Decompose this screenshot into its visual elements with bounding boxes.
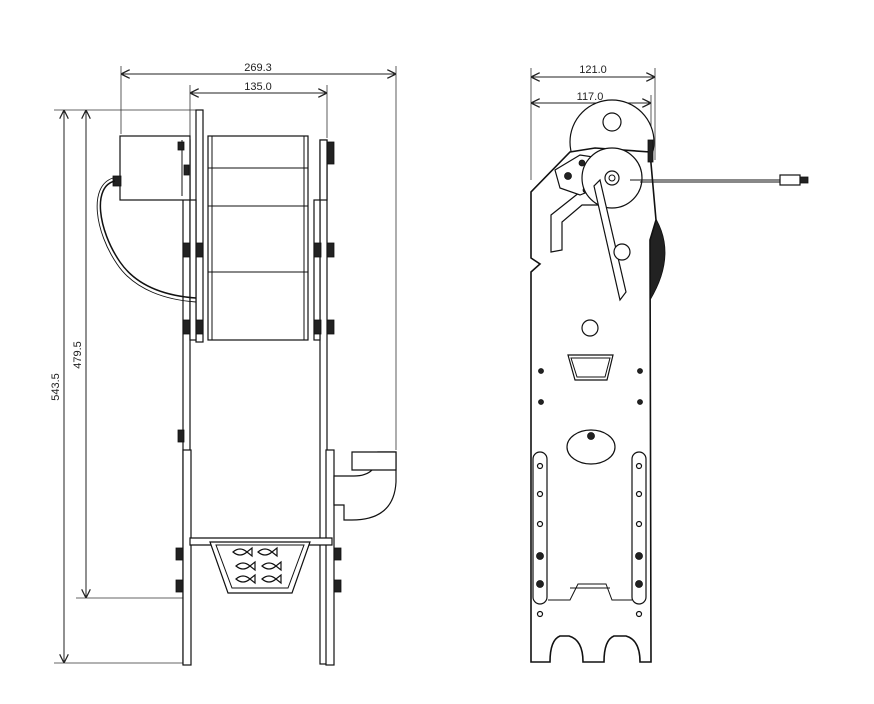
plate-hole-large xyxy=(581,319,599,337)
dimension-label-front-width-inner: 135.0 xyxy=(244,81,272,93)
slot-holes-right xyxy=(635,462,643,618)
hopper-body xyxy=(207,135,309,341)
bolt-foot-right xyxy=(333,579,342,593)
dimension-height-inner: 479.5 xyxy=(72,110,190,599)
dimension-front-width-inner: 135.0 xyxy=(189,81,328,140)
side-plate xyxy=(530,147,657,663)
plate-eye xyxy=(566,429,616,465)
left-foot xyxy=(182,449,192,666)
dimension-label-height-overall: 543.5 xyxy=(50,373,62,401)
motor-cable-outline xyxy=(96,177,197,303)
bolt-tray-right xyxy=(333,547,342,561)
dimension-label-front-width-overall: 269.3 xyxy=(244,62,272,74)
motor-screw xyxy=(177,141,185,151)
slot-right xyxy=(631,451,647,605)
plate-slot xyxy=(567,354,614,381)
bolt-foot-left xyxy=(175,579,184,593)
bolts-row-lower xyxy=(182,319,335,335)
dimension-label-side-width-inner: 117.0 xyxy=(577,91,604,103)
bolt-left-mid xyxy=(177,429,185,443)
bolts-row-upper xyxy=(182,242,335,258)
left-inner-plate xyxy=(189,199,197,341)
slot-holes-left xyxy=(536,462,544,618)
tray-slot-outline xyxy=(548,583,632,601)
slot-left xyxy=(532,451,548,605)
fish-icons xyxy=(232,546,282,585)
right-upper-plate xyxy=(319,139,328,201)
dimension-label-side-width-overall: 121.0 xyxy=(579,64,607,76)
dimension-label-height-inner: 479.5 xyxy=(72,341,84,369)
dimension-height-overall: 543.5 xyxy=(50,109,198,664)
center-post xyxy=(195,109,204,343)
dimension-side-width-overall: 121.0 xyxy=(530,64,656,180)
right-foot xyxy=(325,449,335,666)
right-inner-plate xyxy=(313,199,321,341)
bolt-tray-left xyxy=(175,547,184,561)
bracket-bolt-upper-right xyxy=(326,141,335,165)
motor-coupler xyxy=(183,164,190,176)
fish-tray xyxy=(209,541,311,594)
motor-cable xyxy=(99,180,197,299)
front-view: 269.3 135.0 543.5 479.5 xyxy=(50,62,397,666)
side-view: 121.0 117.0 xyxy=(530,64,809,663)
swing-arm-roller xyxy=(613,243,631,261)
dimension-front-width-overall: 269.3 xyxy=(120,62,397,450)
sensor-connector xyxy=(779,174,801,186)
